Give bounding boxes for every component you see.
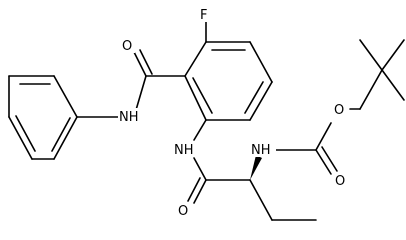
phenyl-ring <box>8 75 78 160</box>
anilide-nh-label: NH <box>119 110 139 125</box>
amide-carbonyl-bottom <box>187 177 207 204</box>
structure-canvas: F O NH NH O NH O O <box>8 6 405 221</box>
fluorine-label: F <box>200 8 207 23</box>
carbonyl-oxygen-label: O <box>335 174 345 189</box>
tert-butyl <box>349 39 405 110</box>
amide-carbonyl-top <box>133 49 153 77</box>
amide-oxygen-bottom-label: O <box>178 204 188 219</box>
chemical-structure-drawing: F O NH NH O NH O O <box>8 6 405 221</box>
carbamate-nh-label: NH <box>251 143 271 158</box>
aryl-amide-link <box>193 119 207 181</box>
aryl-nh-label: NH <box>174 143 194 158</box>
anilide-link <box>76 75 147 118</box>
fluoro-aryl-ring <box>145 41 273 121</box>
alpha-carbon <box>205 155 317 221</box>
ester-oxygen-label: O <box>334 103 344 118</box>
atom-labels: F O NH NH O NH O O <box>118 6 348 219</box>
boc-carbamate <box>275 122 338 175</box>
amide-oxygen-top-label: O <box>122 39 132 54</box>
